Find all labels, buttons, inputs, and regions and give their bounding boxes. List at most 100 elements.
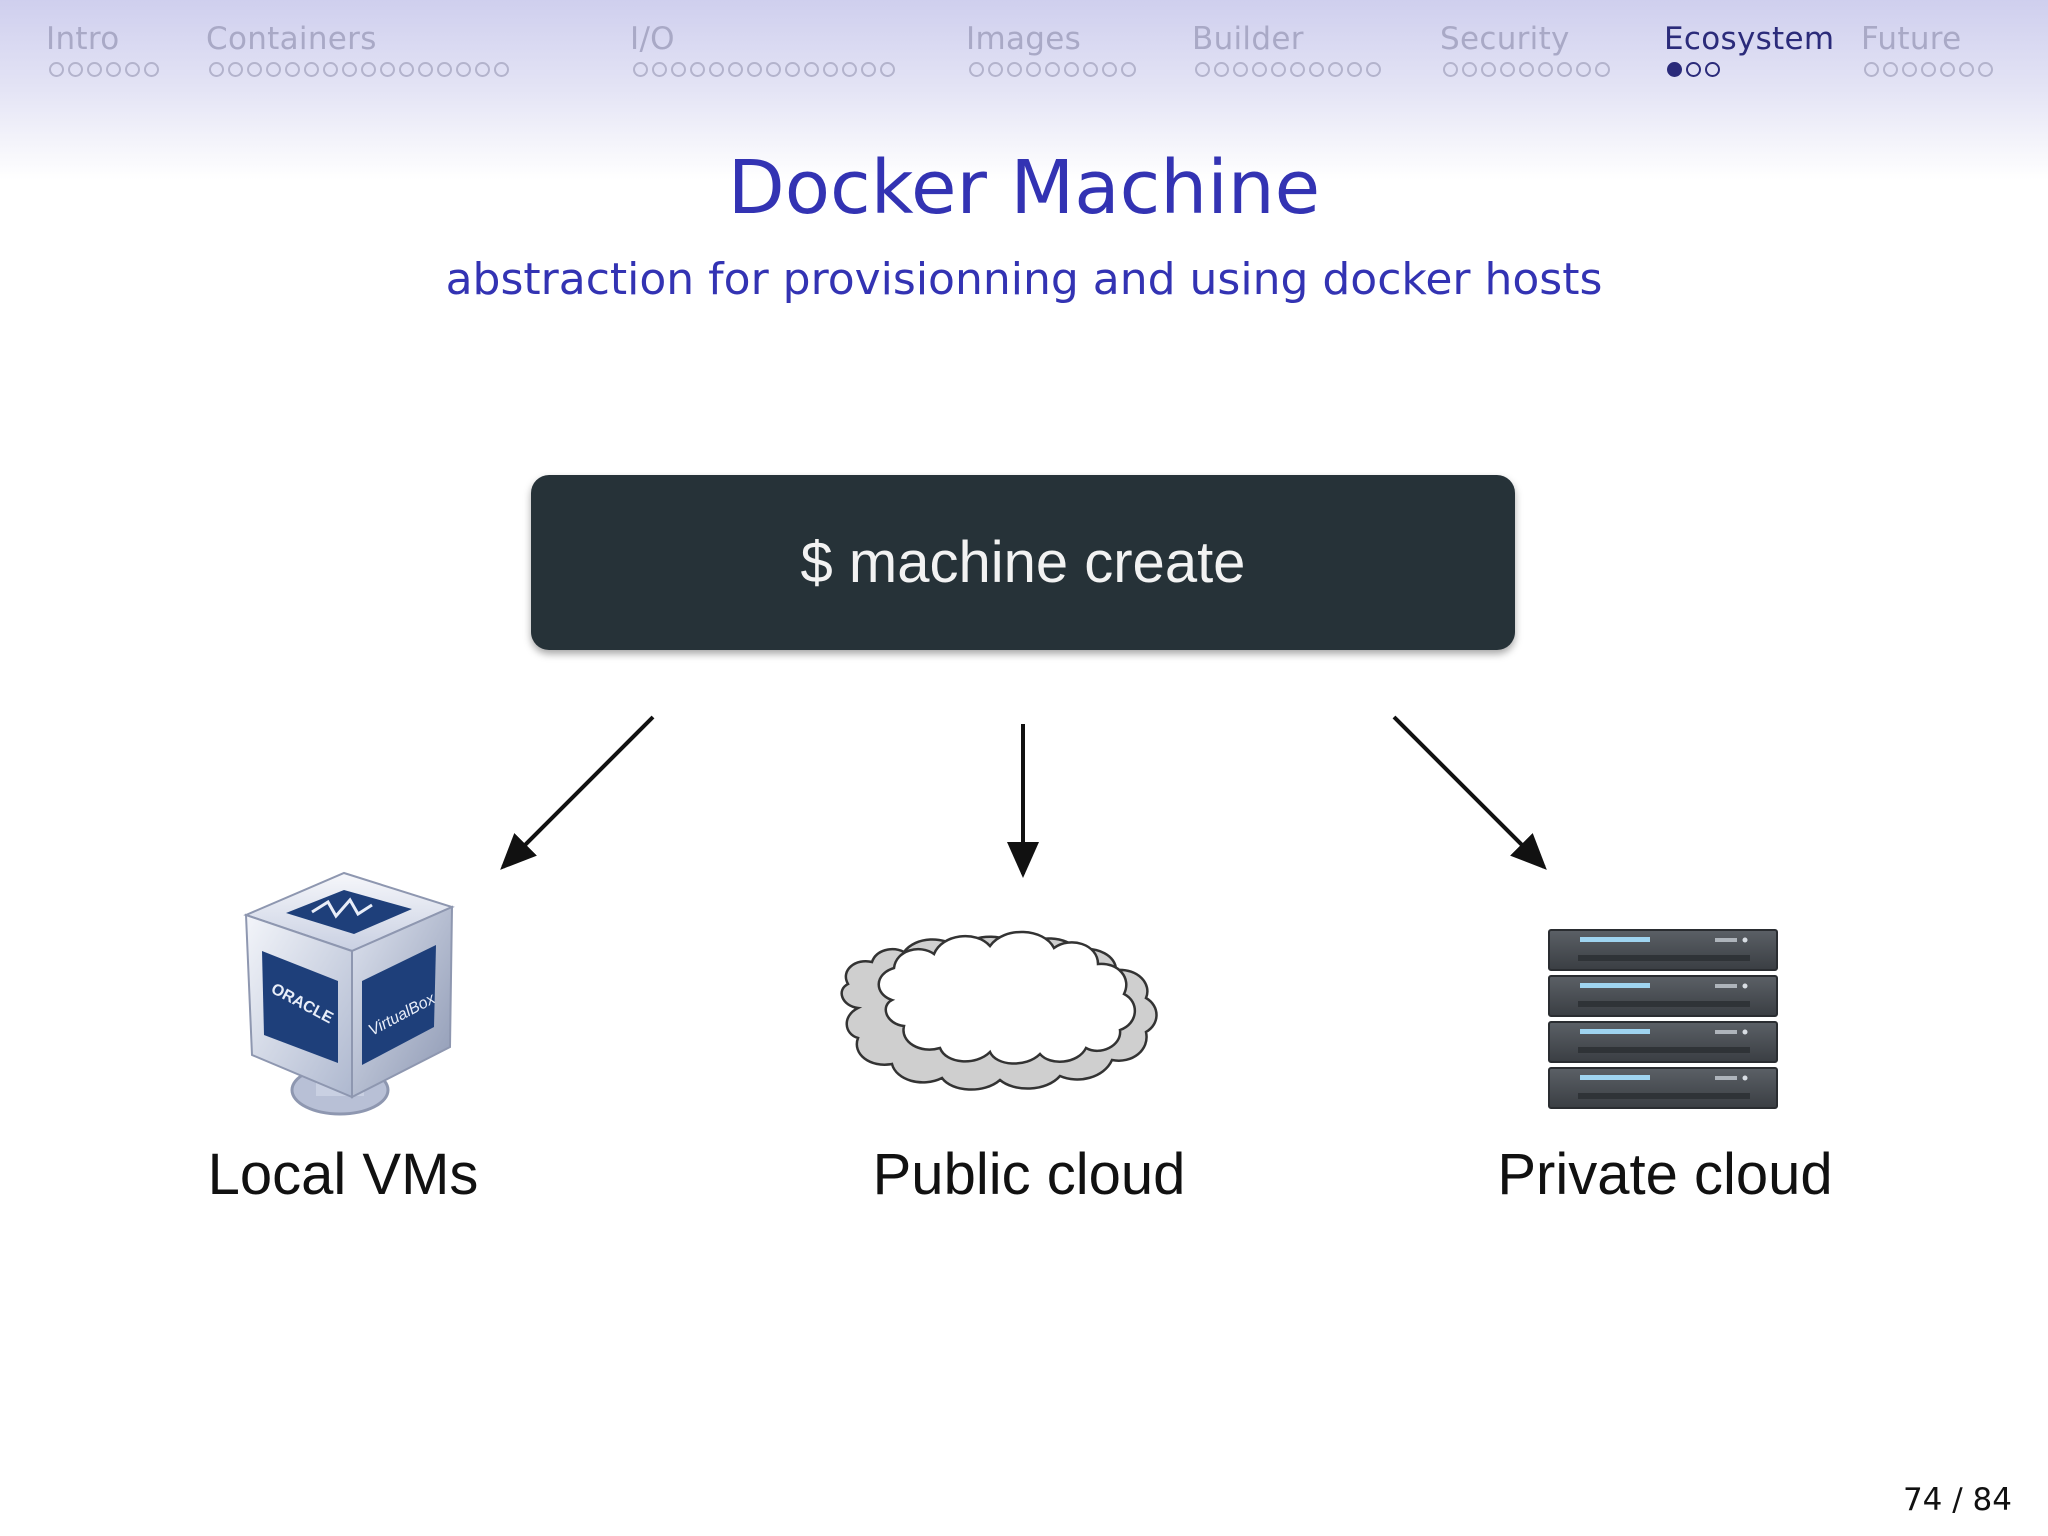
nav-frame-dot[interactable] — [266, 62, 281, 77]
nav-frame-dot[interactable] — [144, 62, 159, 77]
nav-frame-dot[interactable] — [1290, 62, 1305, 77]
nav-frame-dot[interactable] — [804, 62, 819, 77]
nav-frame-dot[interactable] — [49, 62, 64, 77]
nav-frame-dot[interactable] — [1883, 62, 1898, 77]
nav-frame-dot[interactable] — [304, 62, 319, 77]
nav-frame-dot[interactable] — [437, 62, 452, 77]
nav-frame-dot[interactable] — [1102, 62, 1117, 77]
nav-frame-dot[interactable] — [880, 62, 895, 77]
nav-frame-dot[interactable] — [690, 62, 705, 77]
nav-frame-dot[interactable] — [418, 62, 433, 77]
nav-frame-dot[interactable] — [494, 62, 509, 77]
nav-frame-dot[interactable] — [475, 62, 490, 77]
nav-section-label: Builder — [1192, 21, 1304, 57]
nav-frame-dot[interactable] — [1271, 62, 1286, 77]
nav-frame-dot[interactable] — [652, 62, 667, 77]
nav-section-images[interactable]: Images — [966, 18, 1136, 77]
nav-frame-dot[interactable] — [323, 62, 338, 77]
nav-frame-dot[interactable] — [1902, 62, 1917, 77]
nav-frame-dot[interactable] — [1007, 62, 1022, 77]
nav-section-dots — [1443, 62, 1610, 77]
nav-frame-dot[interactable] — [399, 62, 414, 77]
nav-frame-dot[interactable] — [1557, 62, 1572, 77]
virtualbox-icon: ORACLE VirtualBox — [243, 871, 455, 1116]
nav-section-security[interactable]: Security — [1440, 18, 1610, 77]
nav-frame-dot[interactable] — [125, 62, 140, 77]
nav-section-builder[interactable]: Builder — [1192, 18, 1381, 77]
nav-frame-dot[interactable] — [247, 62, 262, 77]
nav-section-dots — [1864, 62, 1993, 77]
nav-frame-dot[interactable] — [785, 62, 800, 77]
nav-frame-dot[interactable] — [766, 62, 781, 77]
nav-section-dots — [1667, 62, 1834, 77]
nav-frame-dot[interactable] — [106, 62, 121, 77]
nav-frame-dot[interactable] — [1538, 62, 1553, 77]
nav-frame-dot[interactable] — [1500, 62, 1515, 77]
nav-frame-dot[interactable] — [1347, 62, 1362, 77]
nav-frame-dot[interactable] — [1328, 62, 1343, 77]
nav-frame-dot[interactable] — [823, 62, 838, 77]
nav-frame-dot[interactable] — [988, 62, 1003, 77]
nav-frame-dot[interactable] — [1064, 62, 1079, 77]
command-text: $ machine create — [800, 530, 1246, 595]
nav-frame-dot[interactable] — [1233, 62, 1248, 77]
nav-section-label: Containers — [206, 21, 377, 57]
nav-frame-dot[interactable] — [1940, 62, 1955, 77]
nav-frame-dot[interactable] — [1045, 62, 1060, 77]
nav-frame-dot[interactable] — [1686, 62, 1701, 77]
section-navigation: Intro Containers I/O Images Builder Secu… — [0, 0, 2048, 180]
nav-frame-dot[interactable] — [1443, 62, 1458, 77]
nav-frame-dot[interactable] — [1595, 62, 1610, 77]
nav-frame-dot[interactable] — [380, 62, 395, 77]
nav-frame-dot[interactable] — [728, 62, 743, 77]
nav-frame-dot[interactable] — [68, 62, 83, 77]
nav-frame-dot[interactable] — [1026, 62, 1041, 77]
nav-frame-dot[interactable] — [1705, 62, 1720, 77]
nav-frame-dot[interactable] — [1921, 62, 1936, 77]
target-label-local-vms: Local VMs — [207, 1142, 479, 1207]
nav-section-dots — [49, 62, 159, 77]
nav-section-label: Images — [966, 21, 1082, 57]
nav-section-label: Future — [1861, 21, 1962, 57]
nav-frame-dot[interactable] — [1667, 62, 1682, 77]
nav-frame-dot[interactable] — [709, 62, 724, 77]
nav-frame-dot[interactable] — [861, 62, 876, 77]
nav-frame-dot[interactable] — [1083, 62, 1098, 77]
nav-section-label: I/O — [630, 21, 675, 57]
nav-frame-dot[interactable] — [228, 62, 243, 77]
page-number: 74 / 84 — [1902, 1482, 2012, 1518]
nav-section-io[interactable]: I/O — [630, 18, 895, 77]
nav-frame-dot[interactable] — [1576, 62, 1591, 77]
slide-subtitle: abstraction for provisionning and using … — [445, 254, 1603, 305]
nav-frame-dot[interactable] — [1214, 62, 1229, 77]
nav-frame-dot[interactable] — [1959, 62, 1974, 77]
nav-section-dots — [969, 62, 1136, 77]
nav-frame-dot[interactable] — [969, 62, 984, 77]
nav-section-ecosystem[interactable]: Ecosystem — [1664, 18, 1834, 77]
nav-frame-dot[interactable] — [1366, 62, 1381, 77]
nav-frame-dot[interactable] — [285, 62, 300, 77]
nav-section-future[interactable]: Future — [1861, 18, 1993, 77]
nav-frame-dot[interactable] — [342, 62, 357, 77]
nav-frame-dot[interactable] — [842, 62, 857, 77]
nav-frame-dot[interactable] — [361, 62, 376, 77]
nav-frame-dot[interactable] — [456, 62, 471, 77]
nav-frame-dot[interactable] — [87, 62, 102, 77]
nav-frame-dot[interactable] — [1481, 62, 1496, 77]
nav-section-intro[interactable]: Intro — [46, 18, 159, 77]
nav-frame-dot[interactable] — [1121, 62, 1136, 77]
nav-frame-dot[interactable] — [1195, 62, 1210, 77]
nav-frame-dot[interactable] — [671, 62, 686, 77]
nav-frame-dot[interactable] — [1309, 62, 1324, 77]
nav-frame-dot[interactable] — [1978, 62, 1993, 77]
nav-frame-dot[interactable] — [1252, 62, 1267, 77]
nav-frame-dot[interactable] — [1864, 62, 1879, 77]
nav-section-dots — [209, 62, 509, 77]
nav-frame-dot[interactable] — [1519, 62, 1534, 77]
nav-frame-dot[interactable] — [1462, 62, 1477, 77]
nav-frame-dot[interactable] — [209, 62, 224, 77]
nav-frame-dot[interactable] — [747, 62, 762, 77]
nav-frame-dot[interactable] — [633, 62, 648, 77]
nav-section-containers[interactable]: Containers — [206, 18, 509, 77]
